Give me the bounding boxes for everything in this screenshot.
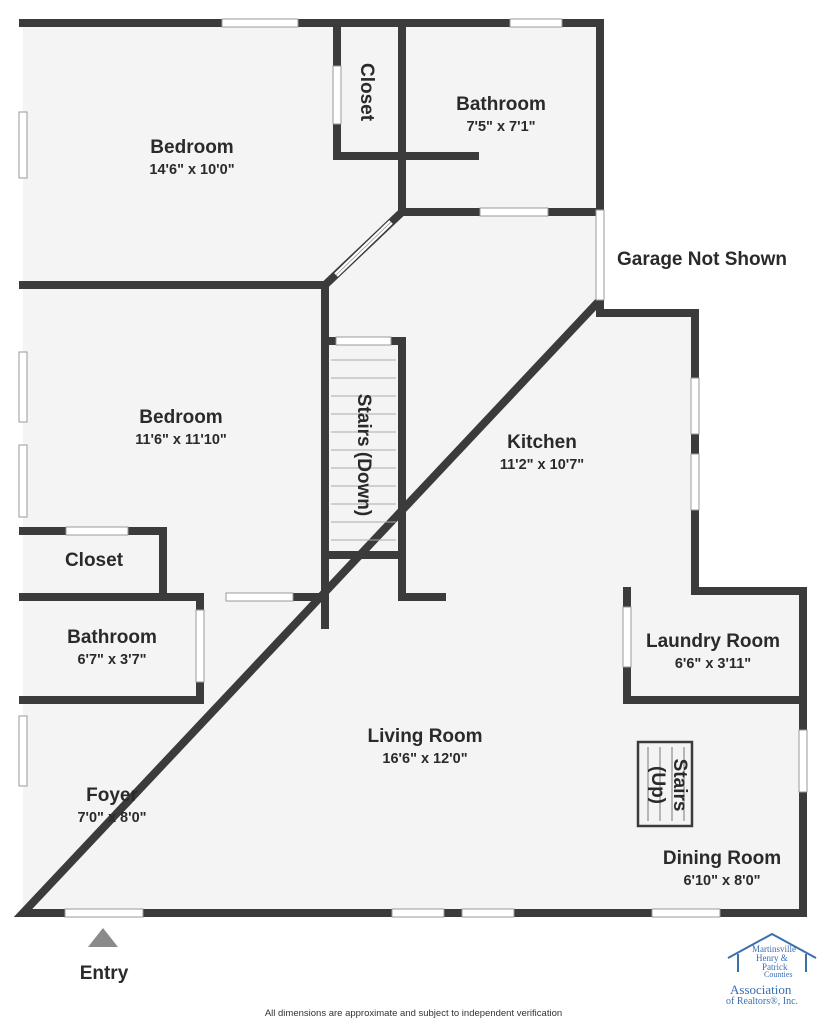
windows [18,18,808,918]
stairs-up-sub: (Up) [647,766,668,804]
logo-line-2: Henry & [756,953,788,963]
dining-dims: 6'10" x 8'0" [683,873,760,889]
stairs-up-symbol [636,740,694,828]
stairs-down-name: Stairs (Down) [353,394,374,516]
bedroom-mid-dims: 11'6" x 11'10" [135,432,227,448]
garage-note: Garage Not Shown [617,249,787,270]
diagonal-wall [319,206,408,291]
bathroom-low-name: Bathroom [67,627,157,648]
bathroom-top-dims: 7'5" x 7'1" [466,119,535,135]
entry-label: Entry [80,963,129,984]
living-dims: 16'6" x 12'0" [382,751,467,767]
entry-arrow-icon [88,928,118,947]
logo-line-5: Association [730,982,792,997]
bedroom-top-dims: 14'6" x 10'0" [149,162,234,178]
logo-line-4: Counties [764,970,793,979]
kitchen-dims: 11'2" x 10'7" [500,457,584,473]
floor-area [23,23,803,913]
dining-name: Dining Room [663,848,781,869]
disclaimer-text: All dimensions are approximate and subje… [264,1008,563,1019]
living-name: Living Room [367,726,482,747]
bathroom-top-name: Bathroom [456,94,546,115]
bedroom-top-name: Bedroom [150,137,233,158]
foyer-dims: 7'0" x 8'0" [77,810,146,826]
house-outline-icon [727,932,817,972]
stairs-down-treads [331,359,396,541]
realtors-association-logo: Martinsville Henry & Patrick Counties As… [724,932,820,1012]
logo-line-3: Patrick [762,962,788,972]
laundry-name: Laundry Room [646,631,780,652]
bathroom-low-dims: 6'7" x 3'7" [77,652,146,668]
bedroom-mid-name: Bedroom [139,407,222,428]
kitchen-name: Kitchen [507,432,577,453]
logo-line-6: of Realtors®, Inc. [726,996,799,1007]
stairs-up-name: Stairs [669,759,690,812]
foyer-name: Foyer [86,785,138,806]
logo-line-1: Martinsville [752,944,796,954]
laundry-dims: 6'6" x 3'11" [675,656,751,672]
closet-top-name: Closet [356,63,377,122]
closet-mid-name: Closet [65,550,124,571]
